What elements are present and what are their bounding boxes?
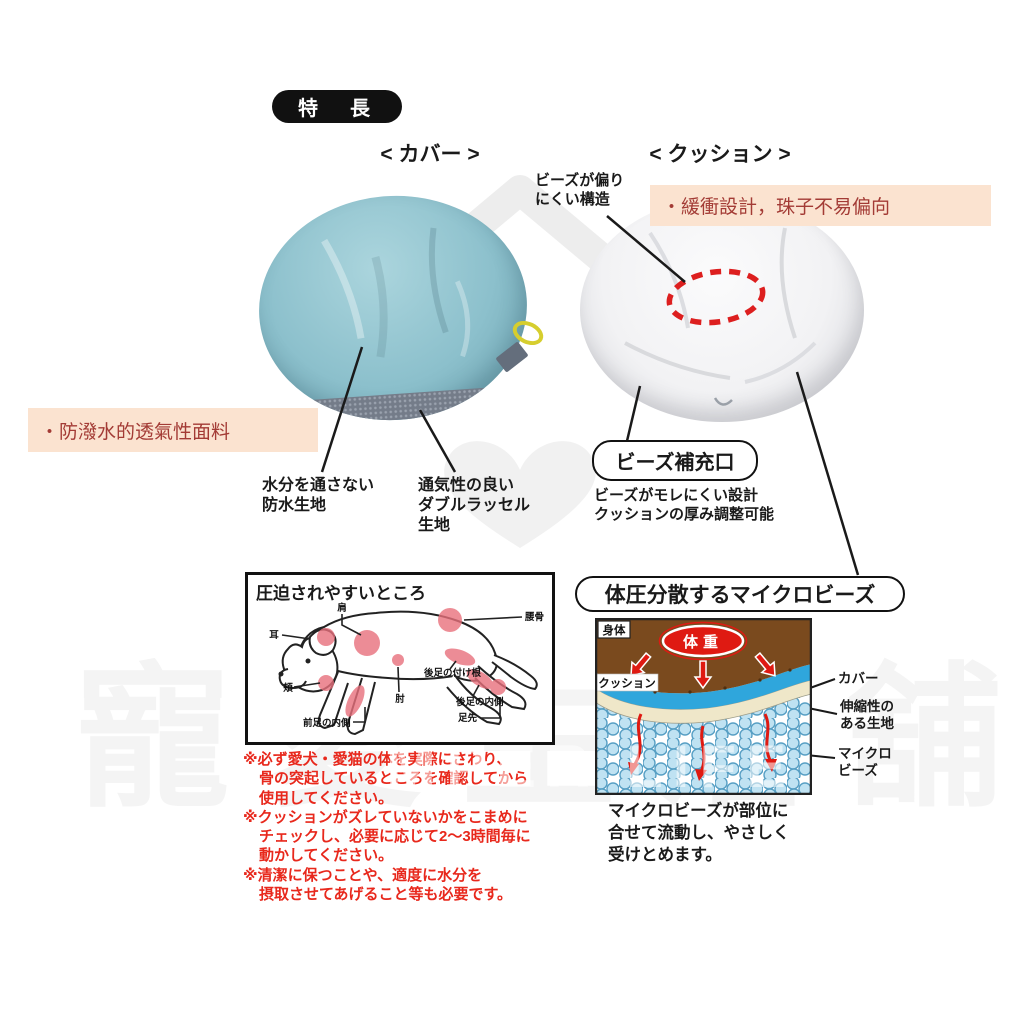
micro-line2: ビーズ [838, 763, 878, 778]
dog-outline [278, 610, 538, 736]
body-label-box [597, 620, 631, 639]
pressure-labels: 耳 肩 腰骨 頬 肘 前足の内側 後足の付け根 後足の内側 足先 [269, 602, 544, 729]
warning-line: チェックし、必要に応じて2～3時間毎に [259, 828, 531, 846]
refill-desc-line2: クッションの厚み調整可能 [594, 506, 775, 523]
cover-layer [595, 664, 812, 710]
weight-arrows [630, 652, 776, 690]
pressure-box-title: 圧迫されやすいところ [256, 584, 426, 603]
bead-flow-arrows [628, 713, 777, 781]
cushion-label: クッション [598, 677, 656, 690]
dog-pressure-diagram: 耳 肩 腰骨 頬 肘 前足の内側 後足の付け根 後足の内側 足先 [269, 602, 544, 736]
warning-line: ※必ず愛犬・愛猫の体を実際にさわり、 [243, 751, 512, 768]
pressure-label-lines [281, 614, 523, 723]
label-front-inner: 前足の内側 [303, 717, 351, 729]
label-hip: 腰骨 [524, 612, 544, 623]
beads-structure-line1: ビーズが偏り [535, 172, 625, 189]
section-title-cushion: < クッション > [649, 143, 791, 166]
breathable-line1: 通気性の良い [418, 477, 515, 494]
section-title-cover: < カバー > [380, 143, 480, 166]
waterproof-line2: 防水生地 [262, 497, 327, 514]
beads-structure-label: ビーズが偏り にくい構造 [535, 172, 624, 210]
beads-dispersion-title-box: 体圧分散するマイクロビーズ [575, 576, 905, 612]
label-shoulder: 肩 [336, 602, 347, 614]
inner-cushion-folds [624, 227, 817, 406]
pressure-points-box: 圧迫されやすいところ [245, 572, 555, 745]
dog-nose [278, 671, 284, 677]
warning-line: 摂取させてあげること等も必要です。 [259, 886, 513, 904]
micro-line1: マイクロ [838, 746, 892, 761]
warning-line: ※清潔に保つことや、適度に水分を [243, 866, 483, 884]
breathable-line3: 生地 [418, 517, 451, 534]
beads-desc-line3: 受けとめます。 [608, 846, 722, 864]
stretch-line1: 伸縮性の [840, 699, 894, 714]
label-cheek: 頬 [283, 682, 293, 694]
cross-section-border [595, 618, 812, 795]
layer-label-microbeads: マイクロ ビーズ [838, 745, 892, 779]
usage-warnings: ※必ず愛犬・愛猫の体を実際にさわり、 骨の突起しているところを確認してから 使用… [243, 750, 583, 904]
refill-desc-line1: ビーズがモレにくい設計 [594, 487, 758, 504]
weight-oval [661, 624, 745, 658]
warning-line: 動かしてください。 [259, 847, 394, 865]
waterproof-line1: 水分を通さない [262, 477, 375, 494]
label-hind-inner: 後足の内側 [456, 696, 504, 708]
note-buffer-design: ・緩衝設計，珠子不易偏向 [650, 185, 991, 226]
feature-badge: 特 長 [272, 90, 402, 123]
cover-cushion-photo [251, 186, 535, 430]
dog-eye [305, 658, 311, 664]
pressure-blobs [317, 608, 506, 717]
warning-line: 骨の突起しているところを確認してから [259, 770, 529, 788]
warning-line: ※クッションがズレていないかをこまめに [243, 808, 528, 826]
beads-desc-line2: 合せて流動し、やさしく [608, 824, 790, 842]
label-ear: 耳 [269, 630, 279, 641]
label-hind-base: 後足の付け根 [424, 667, 482, 679]
cover-cushion-folds [321, 227, 471, 358]
layer-label-cover: カバー [838, 671, 879, 686]
breathable-line2: ダブルラッセル [418, 497, 531, 514]
layer-label-stretch: 伸縮性の ある生地 [840, 698, 894, 732]
beads-description: マイクロビーズが部位に 合せて流動し、やさしく 受けとめます。 [608, 800, 790, 866]
cross-section-diagram: 体重 身体 クッション [595, 618, 812, 795]
waterproof-label: 水分を通さない 防水生地 [262, 476, 374, 516]
refill-description: ビーズがモレにくい設計 クッションの厚み調整可能 [594, 486, 774, 524]
label-elbow: 肘 [395, 693, 405, 705]
stretch-line2: ある生地 [840, 716, 894, 731]
breathable-label: 通気性の良い ダブルラッセル 生地 [418, 476, 530, 536]
body-label: 身体 [603, 623, 626, 637]
weight-label: 体重 [683, 633, 723, 651]
note-water-repellent: ・防潑水的透氣性面料 [28, 408, 318, 452]
beads-desc-line1: マイクロビーズが部位に [608, 802, 789, 820]
warning-line: 使用してください。 [259, 789, 394, 807]
beads-refill-port-box: ビーズ補充口 [592, 440, 758, 481]
inner-cushion-photo [580, 198, 864, 422]
beads-structure-line2: にくい構造 [535, 190, 610, 208]
weight-oval-ring [658, 621, 748, 661]
label-toes: 足先 [458, 712, 478, 724]
